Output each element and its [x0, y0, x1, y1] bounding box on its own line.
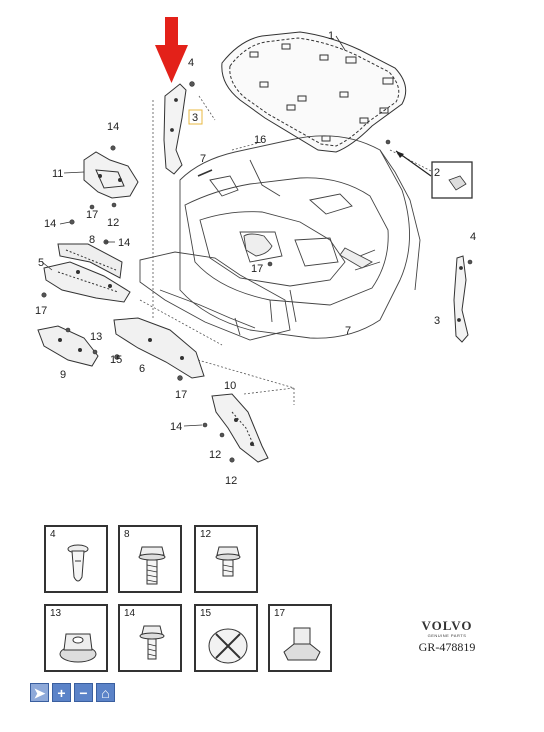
part-8-panel	[57, 243, 123, 279]
callout-label: 11	[52, 168, 63, 180]
brand-subtitle: GENUINE PARTS	[427, 633, 467, 638]
legend-number: 13	[50, 608, 62, 619]
flange-bolt-icon	[215, 546, 241, 577]
legend-number: 4	[50, 529, 56, 540]
spring-clip-icon	[208, 628, 248, 664]
callout-label: 3	[192, 112, 198, 124]
callout-label: 12	[225, 475, 237, 487]
callout-label: 5	[38, 257, 44, 269]
callout-label: 8	[89, 234, 95, 246]
callout-label: 4	[470, 231, 476, 243]
legend-item: 17	[268, 604, 332, 672]
legend-item: 4	[44, 525, 108, 593]
parts-diagram: 1 2 3 4 16 14 11 7 17 12 14 8 14 5 17 13…	[35, 17, 476, 487]
legend-item: 13	[44, 604, 108, 672]
callout-label: 16	[254, 134, 266, 146]
callout-label: 17	[251, 263, 263, 275]
leader-lines	[139, 95, 434, 405]
part-6-panel	[113, 317, 205, 379]
callout-label: 4	[188, 57, 194, 69]
callout-label: 17	[86, 209, 98, 221]
part-2-inset	[395, 150, 473, 199]
zoom-out-icon[interactable]: −	[74, 683, 93, 702]
callout-labels: 1 2 3 4 16 14 11 7 17 12 14 8 14 5 17 13…	[35, 30, 476, 487]
legend-number: 17	[274, 608, 286, 619]
fasteners	[41, 81, 473, 463]
legend-item: 14	[118, 604, 182, 672]
legend-number: 8	[124, 529, 130, 540]
flange-bolt-icon	[138, 546, 166, 585]
legend-number: 14	[124, 608, 136, 619]
callout-label: 17	[175, 389, 187, 401]
part-3-left	[163, 83, 187, 175]
legend-number: 15	[200, 608, 212, 619]
part-3-right	[453, 255, 469, 343]
callout-label: 2	[434, 167, 440, 179]
part-3-highlight-box	[188, 109, 203, 125]
callout-label: 17	[35, 305, 47, 317]
callout-label: 14	[44, 218, 56, 230]
callout-label: 7	[200, 153, 206, 165]
diagram-code: GR-478819	[418, 640, 476, 654]
home-icon[interactable]: ⌂	[96, 683, 115, 702]
callout-stubs	[41, 35, 346, 427]
callout-label: 9	[60, 369, 66, 381]
callout-label: 12	[209, 449, 221, 461]
push-rivet-icon	[67, 544, 89, 582]
highlight-arrow	[155, 17, 188, 83]
legend-item: 15	[194, 604, 258, 672]
callout-label: 12	[107, 217, 119, 229]
viewer-toolbar: ➤ + − ⌂	[30, 683, 115, 702]
volvo-brand: VOLVO GENUINE PARTS GR-478819	[412, 618, 482, 655]
callout-label: 14	[118, 237, 130, 249]
legend-item: 8	[118, 525, 182, 593]
callout-label: 1	[328, 30, 334, 42]
clip-nut-icon	[283, 627, 321, 661]
callout-label: 3	[434, 315, 440, 327]
part-9-shield	[37, 325, 99, 367]
flange-nut-icon	[59, 633, 97, 663]
part-11-bracket	[83, 151, 139, 199]
flange-bolt-icon	[139, 625, 165, 660]
callout-label: 10	[224, 380, 236, 392]
hood-insulation	[221, 31, 407, 153]
part-5-panel	[43, 261, 131, 303]
legend-item: 12	[194, 525, 258, 593]
callout-label: 6	[139, 363, 145, 375]
part-10-bracket	[211, 393, 269, 463]
volvo-logo: VOLVO	[421, 618, 473, 633]
callout-label: 13	[90, 331, 102, 343]
pointer-icon[interactable]: ➤	[30, 683, 49, 702]
callout-label: 7	[345, 325, 351, 337]
legend-number: 12	[200, 529, 212, 540]
callout-label: 14	[107, 121, 119, 133]
zoom-in-icon[interactable]: +	[52, 683, 71, 702]
callout-label: 15	[110, 354, 122, 366]
engine-bay	[139, 135, 421, 341]
callout-label: 14	[170, 421, 182, 433]
